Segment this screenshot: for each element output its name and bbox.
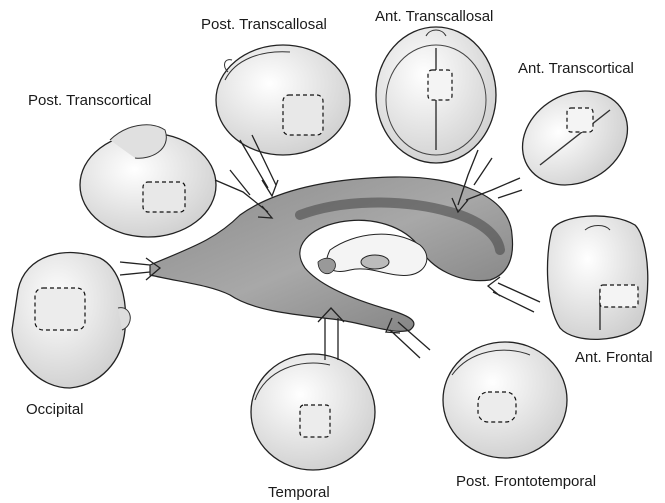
temporal-head — [251, 354, 375, 470]
occipital-head — [12, 253, 130, 388]
post-frontotemporal-head — [443, 342, 567, 458]
post-transcortical-head — [80, 125, 216, 237]
ant-transcortical-head — [505, 72, 644, 203]
label-occipital: Occipital — [26, 402, 84, 417]
label-temporal: Temporal — [268, 485, 330, 500]
label-ant-transcallosal: Ant. Transcallosal — [375, 9, 493, 24]
label-post-frontotemporal: Post. Frontotemporal — [456, 474, 596, 489]
label-ant-frontal: Ant. Frontal — [575, 350, 653, 365]
label-post-transcortical: Post. Transcortical — [28, 93, 151, 108]
ant-transcallosal-head — [376, 27, 496, 163]
label-ant-transcortical: Ant. Transcortical — [518, 61, 634, 76]
ant-frontal-head — [547, 216, 647, 339]
label-post-transcallosal: Post. Transcallosal — [201, 17, 327, 32]
post-transcallosal-head — [216, 45, 350, 155]
arrow-ant-frontal — [488, 277, 540, 312]
arrow-ant-transcortical — [466, 178, 522, 200]
